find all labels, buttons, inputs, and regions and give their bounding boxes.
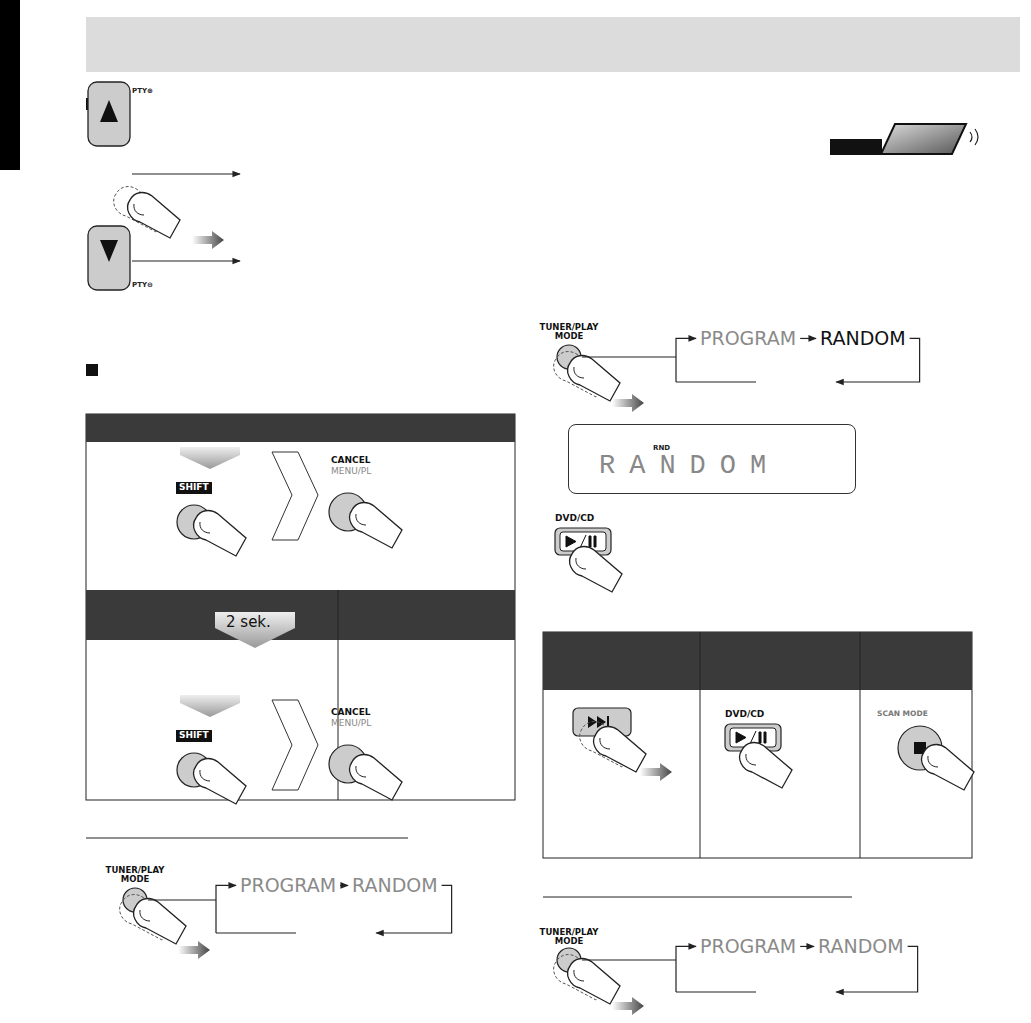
mode-step: RANDOM: [818, 936, 904, 957]
shift-key-label: SHIFT: [176, 730, 212, 742]
button-sublabel: MENU/PL: [331, 719, 371, 729]
cycle-line: [800, 946, 814, 947]
mode-step: PROGRAM: [700, 936, 796, 957]
cycle-line: [676, 991, 756, 992]
cycle-line: [676, 338, 696, 382]
cycle-line: [676, 381, 756, 382]
cycle-line: [216, 885, 236, 933]
button-label: TUNER/PLAY MODE: [532, 928, 606, 947]
cycle-line: [148, 899, 216, 900]
button-label: CANCEL: [331, 456, 371, 466]
button-label: CANCEL: [331, 708, 371, 718]
cycle-line: [582, 356, 676, 357]
shift-key-label: SHIFT: [176, 482, 212, 494]
cycle-line: [582, 959, 676, 960]
button-label: TUNER/PLAY MODE: [98, 866, 172, 885]
button-label: DVD/CD: [725, 710, 764, 720]
lcd-display: RNDRANDOM: [568, 424, 856, 494]
cycle-line: [216, 932, 296, 933]
mode-step: PROGRAM: [240, 875, 336, 896]
button-label: TUNER/PLAY MODE: [532, 323, 606, 342]
cycle-line: [800, 338, 816, 339]
pty-label: PTY⊕: [132, 88, 153, 96]
button-label: SCAN MODE: [877, 710, 928, 718]
button-sublabel: MENU/PL: [331, 467, 371, 477]
indicator: RND: [653, 445, 670, 452]
mode-step: RANDOM: [352, 875, 438, 896]
cycle-line: [340, 885, 348, 886]
hold-time: 2 sek.: [226, 614, 271, 631]
pty-label: PTY⊖: [132, 282, 153, 290]
mode-step: PROGRAM: [700, 328, 796, 349]
mode-step: RANDOM: [820, 328, 906, 349]
button-label: DVD/CD: [555, 514, 594, 524]
display-text: RANDOM: [599, 453, 780, 480]
cycle-line: [676, 946, 696, 992]
